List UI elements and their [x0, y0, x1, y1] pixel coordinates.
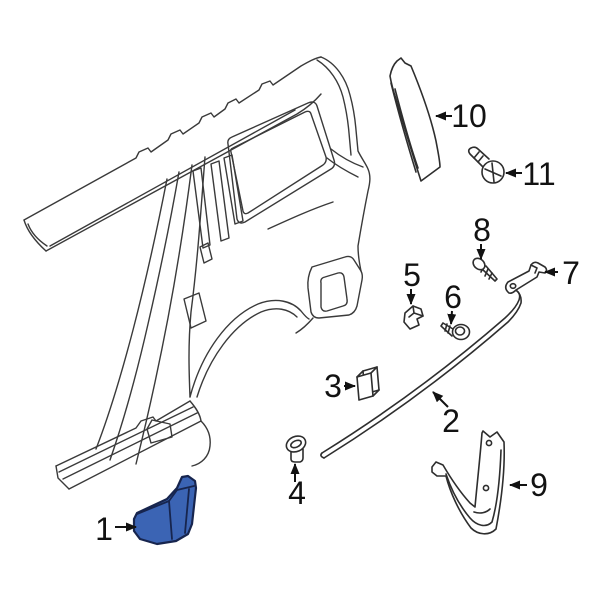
callout-6-number[interactable]: 6: [444, 279, 462, 315]
wheel-arch: [189, 299, 310, 398]
vehicle-body-outline: [23, 56, 371, 490]
callout-11-number[interactable]: 11: [522, 156, 555, 192]
part-4-molding-grommet[interactable]: [284, 433, 308, 463]
callout-6[interactable]: 6: [444, 279, 462, 325]
callout-4-number[interactable]: 4: [288, 475, 306, 511]
callout-9-number[interactable]: 9: [530, 467, 548, 503]
part-5-retainer-clip[interactable]: [403, 305, 424, 330]
callout-10-number[interactable]: 10: [451, 98, 487, 134]
part-1-splash-guard[interactable]: [132, 474, 198, 546]
quarter-window: [227, 101, 336, 224]
part-3-molding-clip[interactable]: [356, 366, 380, 401]
part-10-pillar-molding[interactable]: [389, 57, 441, 182]
callout-3[interactable]: 3: [324, 368, 356, 404]
callout-8-number[interactable]: 8: [473, 212, 491, 248]
callout-5-number[interactable]: 5: [403, 257, 421, 293]
part-2-body-side-molding[interactable]: [320, 289, 522, 459]
fuel-door: [320, 272, 348, 312]
part-7-retainer-bracket[interactable]: [504, 261, 548, 294]
part-8-bracket-screw[interactable]: [471, 256, 498, 282]
roof-rail-bottom-edge: [45, 93, 322, 252]
callout-2-number[interactable]: 2: [442, 403, 460, 439]
callout-7-number[interactable]: 7: [562, 255, 580, 291]
callout-3-number[interactable]: 3: [324, 368, 342, 404]
callout-7[interactable]: 7: [544, 255, 580, 291]
part-6-molding-screw[interactable]: [440, 322, 471, 341]
rocker-sill: [55, 400, 191, 467]
callout-4[interactable]: 4: [288, 463, 306, 511]
callout-5[interactable]: 5: [403, 257, 421, 305]
callout-8[interactable]: 8: [473, 212, 491, 260]
callout-1[interactable]: 1: [95, 511, 137, 547]
fuel-door-recess: [307, 255, 364, 319]
callout-1-number[interactable]: 1: [95, 511, 113, 547]
callout-9[interactable]: 9: [509, 467, 548, 503]
callout-11[interactable]: 11: [505, 156, 556, 192]
callout-2[interactable]: 2: [432, 391, 460, 439]
part-9-mud-flap[interactable]: [431, 430, 506, 535]
roof-rail-top-edge: [23, 56, 322, 221]
part-11-pillar-molding-screw[interactable]: [467, 146, 505, 184]
callout-10[interactable]: 10: [435, 98, 487, 134]
rear-pillar-edge: [320, 56, 371, 272]
